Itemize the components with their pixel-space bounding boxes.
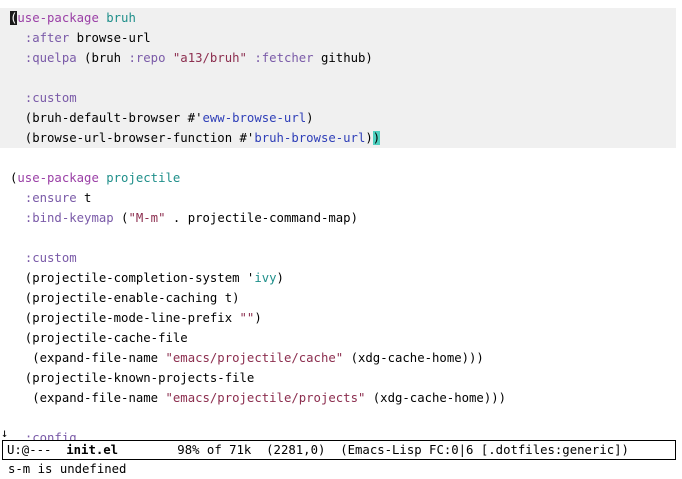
buffer-position: 98% of 71k xyxy=(177,443,252,457)
code-line-12 xyxy=(0,228,676,248)
matching-paren-highlight: ) xyxy=(372,131,381,145)
code-line-11: :bind-keymap ("M-m" . projectile-command… xyxy=(24,211,358,225)
code-line-13: :custom xyxy=(24,251,77,265)
code-line-8 xyxy=(0,148,676,168)
package-name-token: bruh xyxy=(106,11,136,25)
code-line-21 xyxy=(0,408,676,428)
code-line-9: (use-package projectile xyxy=(10,171,181,185)
mode-line[interactable]: U:@--- init.el 98% of 71k (2281,0) (Emac… xyxy=(2,440,676,460)
text-cursor: ( xyxy=(10,11,18,25)
code-line-20: (expand-file-name "emacs/projectile/proj… xyxy=(10,391,507,405)
echo-area: s-m is undefined xyxy=(8,462,127,476)
code-line-5: :custom xyxy=(0,88,676,108)
code-line-18: (expand-file-name "emacs/projectile/cach… xyxy=(10,351,484,365)
buffer-status: U:@--- xyxy=(7,443,52,457)
code-line-7: (browse-url-browser-function #'bruh-brow… xyxy=(0,128,676,148)
code-line-4 xyxy=(0,68,676,88)
continuation-arrow-icon: ↓ xyxy=(1,426,9,440)
string-token: "a13/bruh" xyxy=(172,51,247,65)
code-line-19: (projectile-known-projects-file xyxy=(10,371,255,385)
code-line-6: (bruh-default-browser #'eww-browse-url) xyxy=(0,108,676,128)
keyword-arg-token: :after xyxy=(24,31,70,45)
code-line-17: (projectile-cache-file xyxy=(10,331,188,345)
code-line-16: (projectile-mode-line-prefix "") xyxy=(10,311,262,325)
code-line-3: :quelpa (bruh :repo "a13/bruh" :fetcher … xyxy=(0,48,676,68)
code-line-2: :after browse-url xyxy=(0,28,676,48)
function-quote-token: eww-browse-url xyxy=(202,111,307,125)
code-line-22: :config xyxy=(24,431,77,440)
major-mode-info[interactable]: (Emacs-Lisp FC:0|6 [.dotfiles:generic]) xyxy=(340,443,629,457)
code-line-15: (projectile-enable-caching t) xyxy=(10,291,240,305)
code-line-14: (projectile-completion-system 'ivy) xyxy=(10,271,284,285)
line-column: (2281,0) xyxy=(266,443,326,457)
keyword-token: use-package xyxy=(17,11,99,25)
code-line-10: :ensure t xyxy=(24,191,92,205)
buffer-name[interactable]: init.el xyxy=(66,443,119,457)
editor-buffer[interactable]: (use-package bruh :after browse-url :que… xyxy=(0,8,676,440)
code-line-1: (use-package bruh xyxy=(0,8,676,28)
